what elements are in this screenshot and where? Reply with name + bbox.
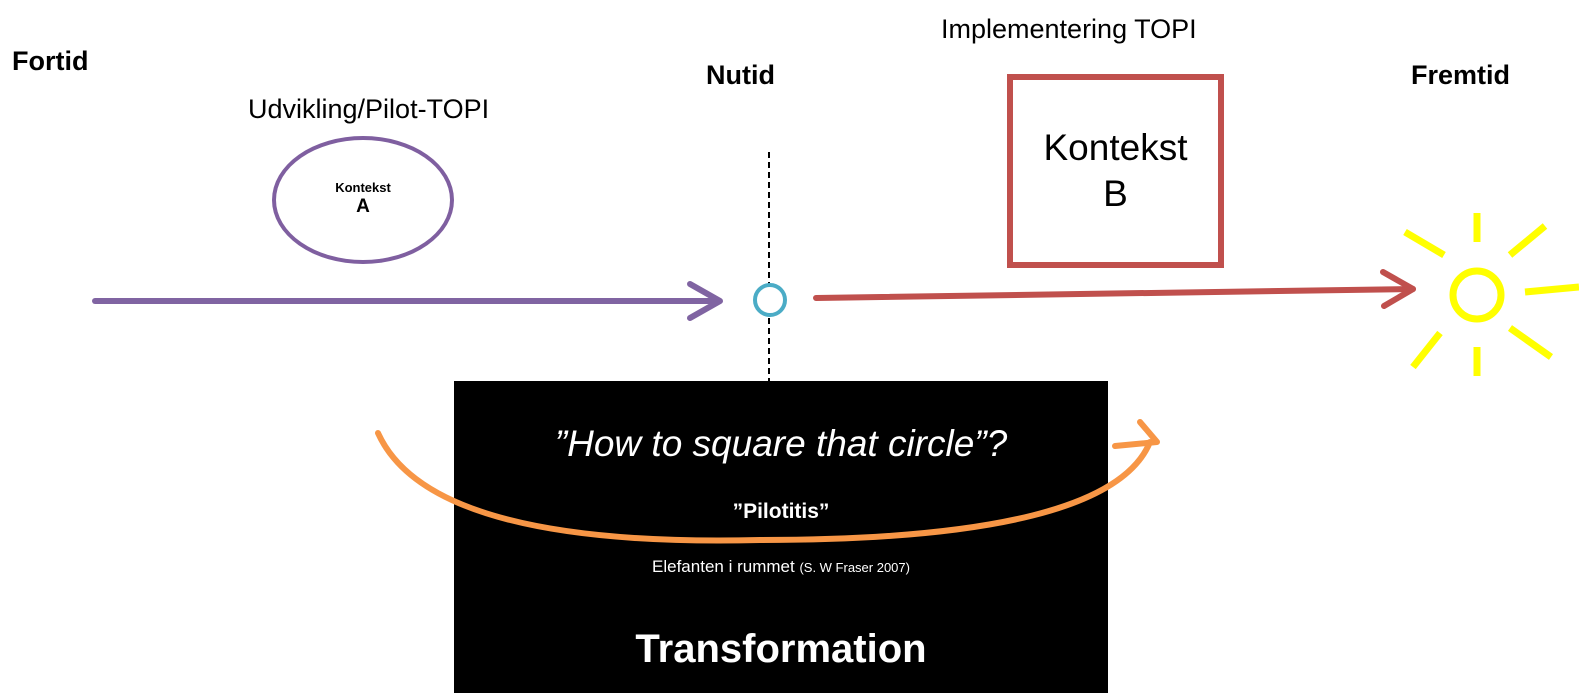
- label-implementation: Implementering TOPI: [941, 14, 1197, 44]
- pilotitis-text: ”Pilotitis”: [732, 500, 830, 523]
- context-a-ellipse: Kontekst A: [272, 136, 454, 264]
- context-b-title: Kontekst: [1043, 126, 1188, 168]
- transformation-box: ”How to square that circle”? ”Pilotitis”…: [454, 381, 1108, 693]
- sun-icon: [1403, 213, 1579, 376]
- past-arrow: [92, 281, 723, 321]
- elephant-line: Elefanten i rummet (S. W Fraser 2007): [454, 558, 1108, 575]
- label-past: Fortid: [12, 46, 89, 76]
- context-a-letter: A: [356, 196, 370, 218]
- context-b-square: Kontekst B: [1007, 74, 1224, 268]
- context-b-letter: B: [1103, 173, 1128, 214]
- label-development-pilot: Udvikling/Pilot-TOPI: [248, 94, 490, 124]
- transformation-text: Transformation: [635, 627, 927, 671]
- elephant-text: Elefanten i rummet: [652, 557, 795, 576]
- question-text: ”How to square that circle”?: [554, 423, 1008, 464]
- future-arrow: [813, 269, 1416, 309]
- context-a-title: Kontekst: [335, 179, 391, 195]
- label-future: Fremtid: [1411, 60, 1511, 90]
- label-present: Nutid: [706, 60, 775, 90]
- present-circle-icon: [753, 283, 787, 317]
- citation-text: (S. W Fraser 2007): [799, 560, 910, 575]
